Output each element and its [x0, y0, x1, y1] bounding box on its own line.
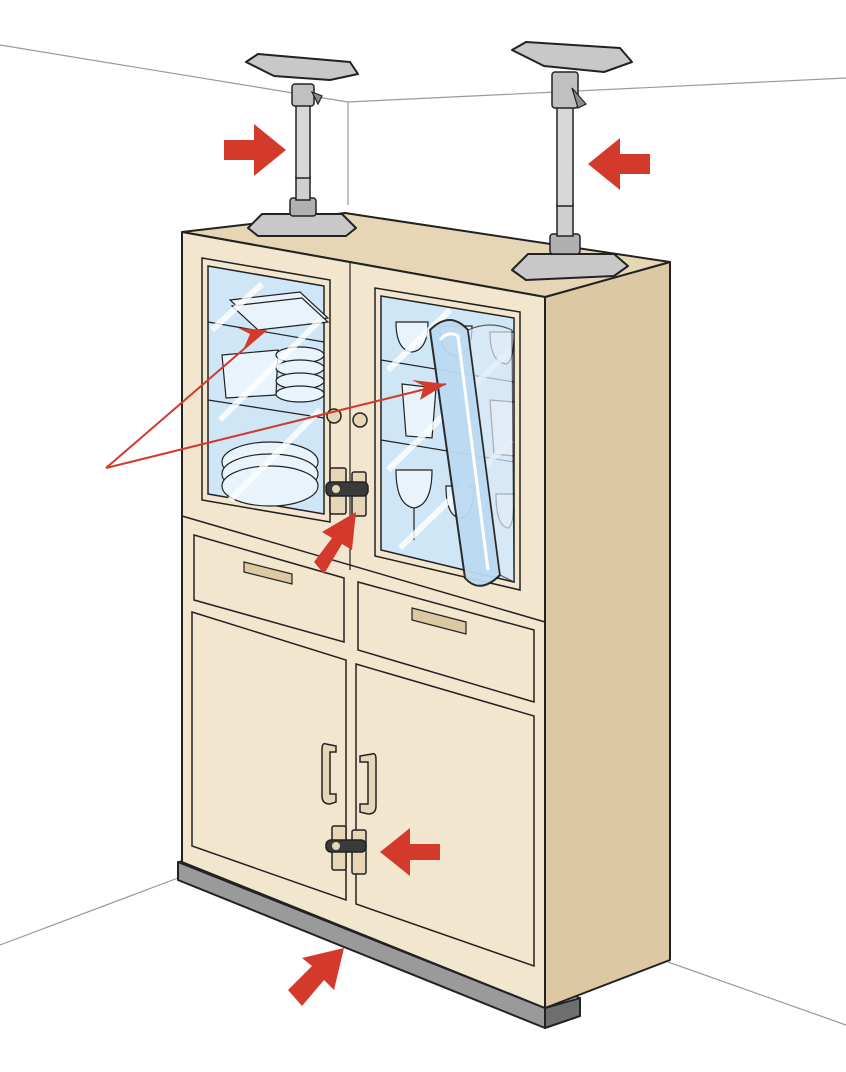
- door-handle: [359, 752, 377, 815]
- door-latch-icon: [325, 467, 369, 517]
- tension-pole-icon: [245, 53, 359, 237]
- lower-door-left: [191, 610, 347, 902]
- red-arrow-icon: [412, 380, 446, 400]
- room-outline: [0, 44, 846, 1026]
- drawer-left: [193, 534, 345, 643]
- drawer-handle: [411, 607, 467, 635]
- door-handle: [321, 742, 337, 805]
- door-latch-icon: [325, 825, 367, 875]
- cabinet-side: [544, 261, 671, 1009]
- tension-pole-icon: [511, 41, 633, 281]
- lower-door-right: [355, 662, 535, 968]
- drawer-handle: [243, 561, 293, 585]
- red-arrow-icon: [238, 328, 266, 348]
- callout-lines: [105, 329, 447, 469]
- left-shelf-contents: [207, 291, 330, 507]
- door-knob: [352, 412, 368, 428]
- glass-film-icon: [428, 319, 515, 587]
- drawer-right: [357, 581, 535, 704]
- red-arrow-icon: [224, 124, 650, 1006]
